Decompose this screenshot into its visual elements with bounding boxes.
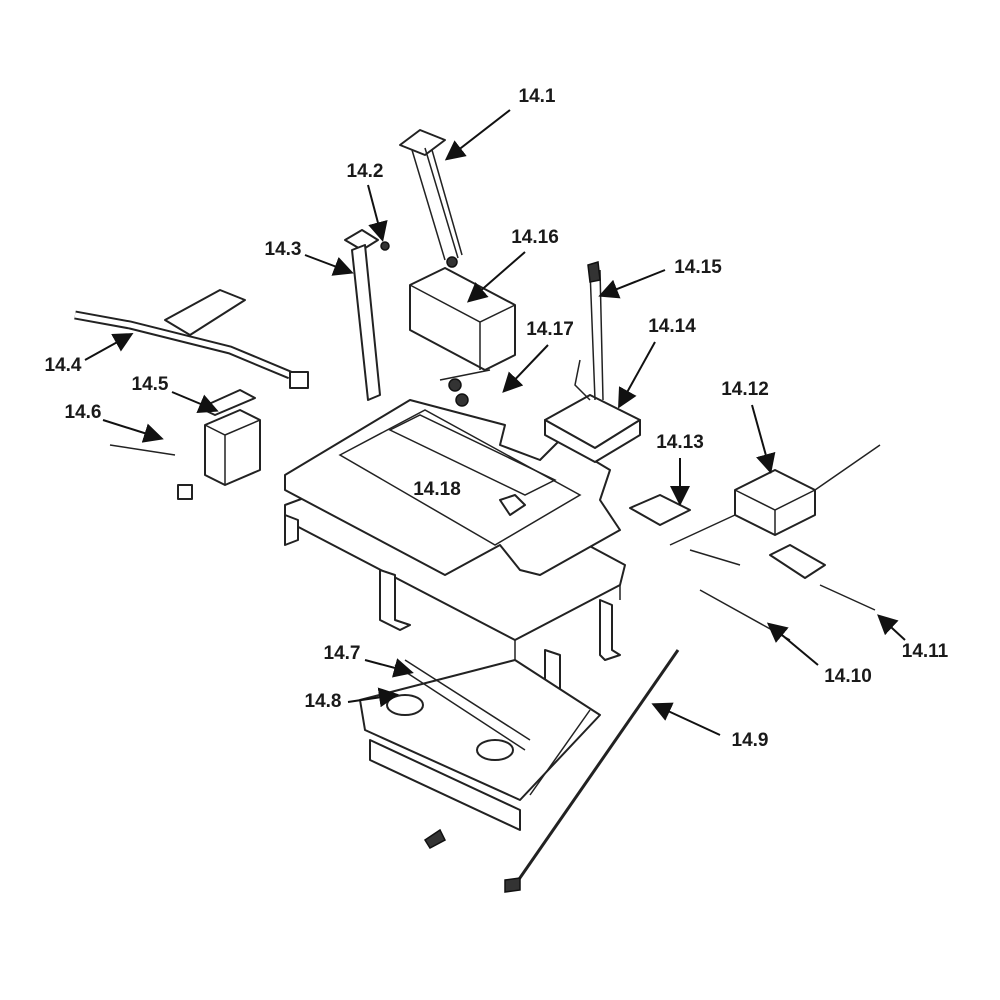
label-14-17: 14.17	[526, 319, 574, 340]
part-14-6-motor	[109, 389, 261, 500]
label-14-10: 14.10	[824, 666, 872, 687]
leader-arrows	[84, 109, 906, 736]
part-14-16-bracket-box	[409, 267, 516, 407]
label-14-4: 14.4	[44, 355, 82, 376]
label-14-9: 14.9	[731, 730, 769, 751]
label-14-8: 14.8	[304, 691, 342, 712]
label-14-18: 14.18	[413, 479, 461, 500]
label-14-11: 14.11	[901, 641, 949, 662]
label-14-13: 14.13	[656, 432, 704, 453]
label-14-2: 14.2	[346, 161, 384, 182]
part-14-9-rod	[504, 649, 680, 893]
label-14-14: 14.14	[648, 316, 696, 337]
part-14-14-controller	[544, 261, 641, 463]
label-14-6: 14.6	[64, 402, 102, 423]
label-14-5: 14.5	[131, 374, 169, 395]
label-14-3: 14.3	[264, 239, 302, 260]
part-14-4-hose	[74, 289, 309, 389]
base-frame	[284, 399, 626, 701]
part-14-7-lower-frame	[359, 659, 601, 849]
part-14-1-linkage	[399, 129, 463, 268]
label-14-12: 14.12	[721, 379, 769, 400]
label-14-16: 14.16	[511, 227, 559, 248]
label-14-1: 14.1	[518, 86, 556, 107]
part-14-12-power-box	[629, 444, 881, 641]
label-14-7: 14.7	[323, 643, 361, 664]
part-14-3-post	[344, 229, 390, 401]
label-14-15: 14.15	[674, 257, 722, 278]
